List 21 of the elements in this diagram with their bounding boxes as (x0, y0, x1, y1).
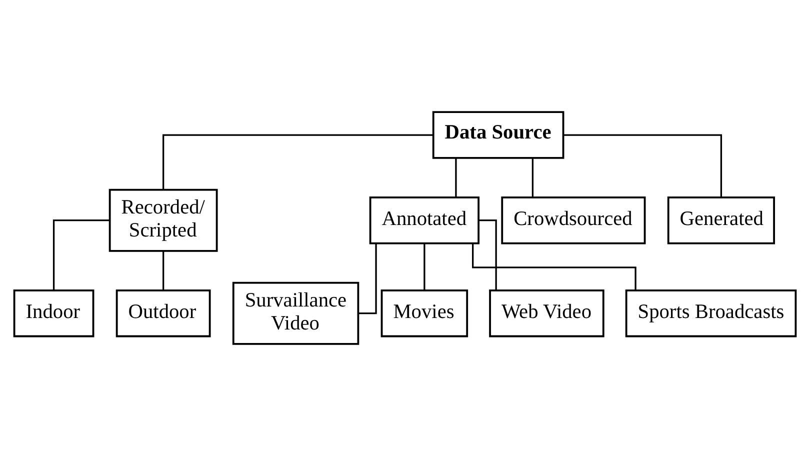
node-box: Outdoor (116, 288, 211, 337)
connector (472, 242, 636, 290)
node-box: Web Video (489, 288, 604, 337)
connector (478, 219, 497, 290)
connector (162, 134, 434, 190)
node-box: Recorded/ Scripted (108, 188, 218, 252)
node-box: Movies (380, 288, 468, 337)
node-box: Data Source (432, 110, 564, 158)
connector (563, 134, 722, 197)
node-box: Crowdsourced (501, 196, 646, 244)
node-box: Annotated (369, 196, 480, 244)
node-box: Survaillance Video (232, 281, 360, 344)
node-box: Indoor (13, 288, 94, 337)
connector (52, 219, 110, 290)
node-box: Sports Broadcasts (625, 288, 797, 337)
connector (455, 158, 457, 197)
node-box: Generated (667, 196, 775, 244)
connector (532, 158, 534, 197)
connector (424, 242, 426, 290)
connector (358, 242, 377, 314)
connector (162, 250, 164, 290)
